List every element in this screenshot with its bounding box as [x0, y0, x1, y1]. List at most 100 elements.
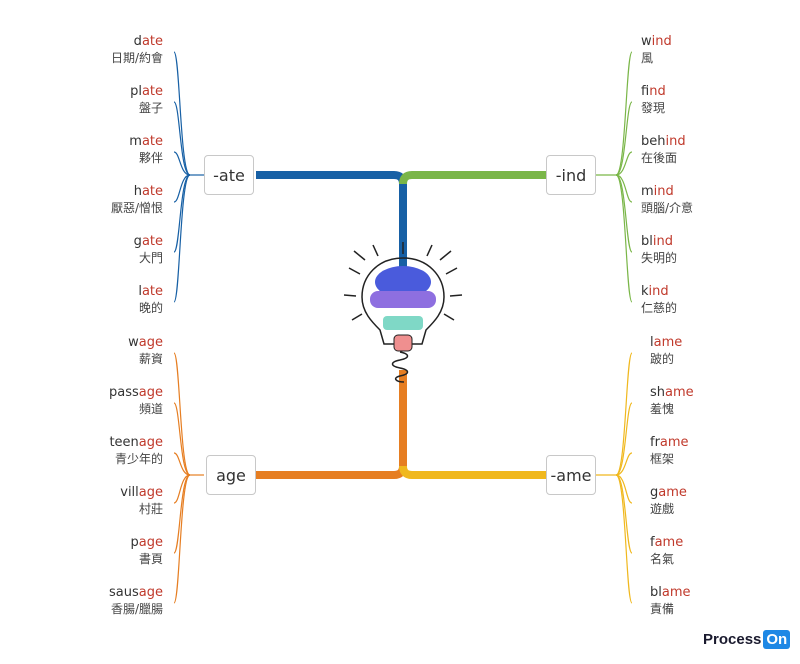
processon-logo: Process On: [703, 627, 791, 651]
connector-ame: [615, 352, 633, 476]
word-suffix: ame: [658, 485, 687, 500]
word-stem: m: [129, 134, 142, 149]
leaf-word: gate: [63, 234, 163, 250]
leaf-meaning: 香腸/臘腸: [110, 602, 163, 616]
leaf-meaning: 日期/約會: [110, 51, 163, 65]
branch-ind[interactable]: -ind: [546, 155, 596, 195]
word-stem: l: [138, 284, 142, 299]
leaf-word: sausage: [63, 585, 163, 601]
watermark-text: Process: [703, 630, 762, 648]
word-suffix: age: [138, 435, 163, 450]
word-suffix: age: [138, 335, 163, 350]
leaf-word: village: [63, 485, 163, 501]
word-suffix: age: [138, 585, 163, 600]
word-stem: d: [133, 34, 142, 49]
leaf-meaning: 名氣: [650, 552, 675, 566]
word-stem: bl: [641, 234, 653, 249]
leaf-meaning: 晚的: [138, 301, 163, 315]
connector-ate: [173, 174, 191, 303]
branch-ate[interactable]: -ate: [204, 155, 254, 195]
word-suffix: ame: [654, 535, 684, 550]
connector-ind: [615, 151, 633, 176]
word-stem: m: [641, 184, 654, 199]
leaf-word: date: [63, 34, 163, 50]
branch-ame[interactable]: -ame: [546, 455, 596, 495]
word-suffix: ind: [665, 134, 686, 149]
leaf-word: plate: [63, 84, 163, 100]
trunk-age: [256, 370, 407, 479]
connector-ate: [173, 51, 191, 176]
word-stem: p: [130, 535, 139, 550]
word-stem: vill: [120, 485, 139, 500]
connector-ame: [615, 474, 633, 604]
leaf-word: find: [641, 84, 741, 100]
word-suffix: ame: [659, 435, 689, 450]
leaf-meaning: 厭惡/憎恨: [110, 201, 163, 215]
connector-ame: [615, 402, 633, 476]
word-stem: sh: [650, 385, 666, 400]
word-suffix: ate: [141, 84, 163, 99]
leaf-word: wage: [63, 335, 163, 351]
leaf-word: mind: [641, 184, 741, 200]
connector-age: [173, 452, 191, 476]
leaf-meaning: 仁慈的: [641, 301, 678, 315]
leaf-meaning: 框架: [650, 452, 675, 466]
leaf-word: teenage: [63, 435, 163, 451]
connector-ate: [173, 101, 191, 176]
leaf-word: blame: [650, 585, 750, 601]
word-stem: teen: [109, 435, 139, 450]
connector-age: [173, 402, 191, 476]
connector-ind: [615, 174, 633, 303]
connector-ind: [615, 101, 633, 176]
word-suffix: age: [138, 485, 163, 500]
word-suffix: ame: [653, 335, 683, 350]
leaf-meaning: 羞愧: [650, 402, 675, 416]
connector-ame: [615, 474, 633, 554]
leaf-ind[interactable]: kind 仁慈的: [641, 284, 741, 316]
word-stem: pass: [109, 385, 139, 400]
word-stem: f: [641, 84, 650, 99]
leaf-word: late: [63, 284, 163, 300]
word-suffix: ind: [649, 84, 666, 99]
leaf-meaning: 青少年的: [114, 452, 163, 466]
word-suffix: ame: [661, 585, 691, 600]
connector-age: [173, 352, 191, 476]
word-stem: k: [641, 284, 649, 299]
word-stem: pl: [130, 84, 142, 99]
word-suffix: ind: [648, 284, 669, 299]
leaf-meaning: 盤子: [138, 101, 163, 115]
watermark-badge: On: [763, 629, 791, 649]
connector-ind: [615, 174, 633, 253]
leaf-meaning: 薪資: [138, 352, 163, 366]
branch-age[interactable]: age: [206, 455, 256, 495]
leaf-meaning: 風: [641, 51, 654, 65]
word-stem: w: [641, 34, 652, 49]
leaf-meaning: 大門: [138, 251, 163, 265]
leaf-word: mate: [63, 134, 163, 150]
